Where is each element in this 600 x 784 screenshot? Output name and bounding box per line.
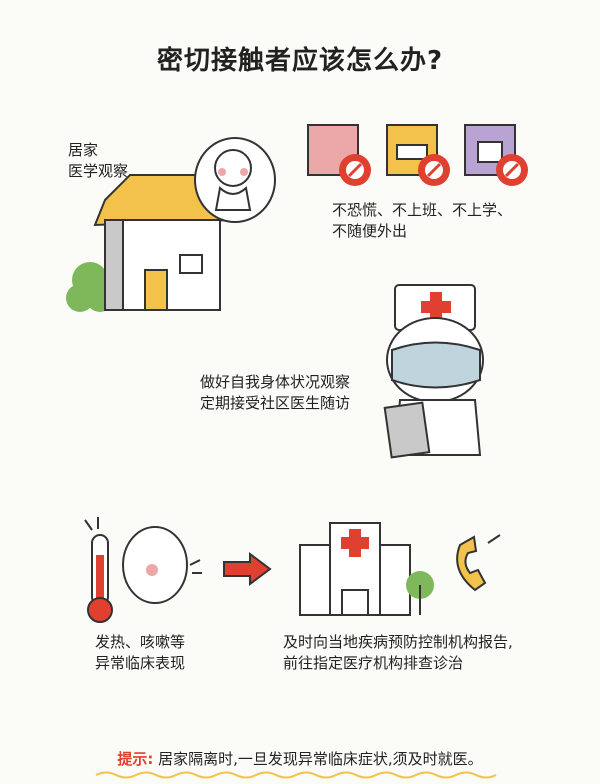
home-observation-label: 居家 医学观察 bbox=[68, 140, 128, 182]
doctor-text: 做好自我身体状况观察 定期接受社区医生随访 bbox=[200, 372, 350, 414]
tip-text: 提示: 居家隔离时,一旦发现异常临床症状,须及时就医。 bbox=[0, 748, 600, 769]
report-text: 及时向当地疾病预防控制机构报告, 前往指定医疗机构排查诊治 bbox=[283, 632, 513, 674]
tip-content: 居家隔离时,一旦发现异常临床症状,须及时就医。 bbox=[158, 750, 483, 768]
no-go-text: 不恐慌、不上班、不上学、 不随便外出 bbox=[332, 200, 512, 242]
home-label-line2: 医学观察 bbox=[68, 162, 129, 180]
symptoms-illustration bbox=[84, 517, 202, 623]
tip-label: 提示: bbox=[117, 750, 154, 768]
tip-underline-decoration bbox=[95, 771, 497, 779]
hospital-illustration bbox=[299, 522, 501, 616]
doctor-illustration bbox=[383, 284, 484, 459]
no-go-icons bbox=[307, 124, 528, 186]
house-illustration bbox=[66, 137, 276, 312]
symptoms-text: 发热、咳嗽等 异常临床表现 bbox=[95, 632, 185, 674]
doctor-line2: 定期接受社区医生随访 bbox=[200, 394, 351, 412]
page-title: 密切接触者应该怎么办? bbox=[156, 46, 444, 76]
symptoms-line2: 异常临床表现 bbox=[95, 654, 186, 672]
no-go-line2: 不随便外出 bbox=[332, 222, 408, 240]
report-line2: 前往指定医疗机构排查诊治 bbox=[283, 654, 464, 672]
doctor-line1: 做好自我身体状况观察 bbox=[200, 373, 351, 391]
report-line1: 及时向当地疾病预防控制机构报告, bbox=[283, 633, 513, 651]
no-go-line1: 不恐慌、不上班、不上学、 bbox=[332, 201, 513, 219]
symptoms-line1: 发热、咳嗽等 bbox=[95, 633, 186, 651]
arrow-right-icon bbox=[223, 552, 272, 586]
home-label-line1: 居家 bbox=[68, 141, 99, 159]
